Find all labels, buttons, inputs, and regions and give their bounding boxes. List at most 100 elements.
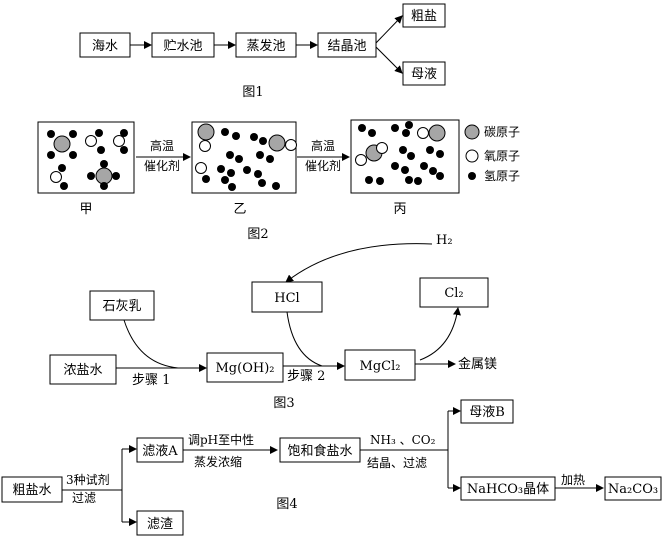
condition-2-top: 高温: [311, 138, 335, 153]
hydrogen-atom: [235, 155, 243, 163]
hydrogen-atom: [69, 151, 77, 159]
legend-carbon-icon: [464, 124, 480, 140]
condition-1-top: 高温: [150, 138, 174, 153]
figure-3-caption: 图3: [273, 396, 294, 411]
oxygen-atom: [285, 139, 297, 151]
na2co3-label: Na₂CO₃: [608, 482, 658, 497]
hydrogen-atom: [436, 150, 444, 158]
legend-hydrogen-label: 氢原子: [484, 168, 520, 183]
sat-brine-box: [279, 437, 361, 463]
hydrogen-atom: [100, 182, 108, 190]
hydrogen-atom: [368, 129, 376, 137]
hydrogen-atom: [254, 170, 262, 178]
oxygen-atom: [85, 135, 97, 147]
condition-1-bottom: 催化剂: [144, 158, 180, 173]
crystallization-label: 结晶池: [327, 39, 366, 54]
crystallize-label: 结晶、过滤: [367, 456, 427, 470]
hydrogen-atom: [47, 151, 55, 159]
evaporate-label: 蒸发浓缩: [194, 454, 242, 469]
hydrogen-atom: [217, 165, 225, 173]
curve-hcl: [286, 311, 323, 367]
hydrogen-atom: [120, 146, 128, 154]
hydrogen-atom: [414, 177, 422, 185]
reservoir-box: [151, 32, 215, 58]
molecule-atoms: [47, 121, 446, 191]
curve-lime-milk: [123, 319, 179, 369]
hydrogen-atom: [221, 176, 229, 184]
hydrogen-atom: [429, 167, 437, 175]
arrow-to-crude-salt: [375, 15, 403, 44]
hcl-box: [251, 281, 323, 313]
cl2-label: Cl₂: [444, 286, 463, 301]
oxygen-atom: [113, 135, 125, 147]
hydrogen-atom: [97, 146, 105, 154]
hydrogen-atom: [250, 133, 258, 141]
hydrogen-atom: [259, 137, 267, 145]
residue-box: [136, 510, 184, 536]
crude-salt-label: 粗盐: [411, 9, 437, 24]
cl2-box: [419, 277, 489, 308]
filter-label: 过滤: [72, 491, 96, 505]
hydrogen-atom: [258, 179, 266, 187]
evaporation-box: [235, 32, 297, 58]
carbon-atom: [268, 134, 286, 152]
hydrogen-atom: [376, 177, 384, 185]
hydrogen-atom: [391, 124, 399, 132]
seawater-label: 海水: [92, 39, 118, 54]
hydrogen-atom: [226, 151, 234, 159]
crude-brine-box: [1, 476, 63, 503]
filtrate-a-label: 滤液A: [142, 444, 178, 459]
hydrogen-atom: [95, 129, 103, 137]
hydrogen-atom: [436, 172, 444, 180]
figure-1-caption: 图1: [242, 85, 263, 100]
legend-oxygen-icon: [465, 149, 479, 163]
heat-label: 加热: [561, 473, 585, 487]
hydrogen-atom: [256, 151, 264, 159]
label-yi: 乙: [233, 202, 246, 217]
hydrogen-atom: [221, 128, 229, 136]
hydrogen-atom: [228, 183, 236, 191]
lime-milk-box: [89, 290, 155, 321]
mother-liquor-box: [402, 61, 446, 86]
conc-brine-box: [49, 354, 117, 385]
figure-4-caption: 图4: [276, 497, 297, 512]
nahco3-label: NaHCO₃晶体: [467, 482, 549, 497]
arrow-mgcl2-to-cl2: [419, 307, 461, 361]
reservoir-label: 贮水池: [163, 39, 202, 54]
evaporation-label: 蒸发池: [246, 38, 285, 54]
gases-label: NH₃ 、CO₂: [370, 433, 436, 447]
legend-oxygen-label: 氧原子: [484, 149, 520, 163]
mgoh2-label: Mg(OH)₂: [216, 361, 275, 376]
legend-carbon-label: 碳原子: [484, 125, 520, 139]
hydrogen-atom: [401, 166, 409, 174]
oxygen-atom: [355, 154, 367, 166]
figure-2: 高温 催化剂 高温 催化剂 碳原子 氧原子 氢原子 甲 乙 丙 图2: [37, 119, 520, 242]
hydrogen-atom: [391, 162, 399, 170]
carbon-atom: [428, 124, 446, 142]
hydrogen-atom: [60, 182, 68, 190]
arrow-to-mother-liquor: [375, 46, 403, 74]
hydrogen-atom: [202, 175, 210, 183]
hydrogen-atom: [272, 182, 280, 190]
carbon-atom: [53, 135, 71, 153]
mgoh2-box: [206, 352, 284, 383]
arrow-h2-to-hcl: [285, 243, 433, 283]
step-1-label: 步骤 1: [132, 373, 170, 388]
hydrogen-atom: [232, 132, 240, 140]
hydrogen-atom: [407, 152, 415, 160]
figure-4: 粗盐水 3种试剂 过滤 滤液A 滤渣 调pH至中性 蒸发浓缩 饱和食盐水 NH₃…: [1, 399, 662, 536]
crude-brine-label: 粗盐水: [12, 483, 51, 498]
seawater-box: [79, 32, 131, 58]
mother-liquor-label: 母液: [411, 67, 437, 82]
legend-hydrogen-icon: [468, 172, 476, 180]
hydrogen-atom: [243, 166, 251, 174]
hydrogen-atom: [100, 160, 108, 168]
figure-3: H₂ HCl Cl₂ 石灰乳 浓盐水 Mg(OH)₂ MgCl₂ 步骤 1 步骤…: [49, 233, 497, 411]
figure-1: 海水 贮水池 蒸发池 结晶池 粗盐 母液 图1: [79, 3, 446, 100]
hydrogen-atom: [87, 172, 95, 180]
oxygen-atom: [195, 162, 207, 174]
hydrogen-atom: [405, 121, 413, 129]
hydrogen-atom: [47, 130, 55, 138]
label-jia: 甲: [79, 202, 92, 217]
